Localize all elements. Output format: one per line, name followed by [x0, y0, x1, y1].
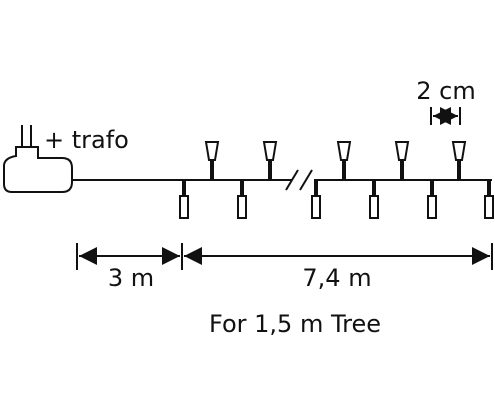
transformer-plug-icon: [3, 125, 73, 193]
lead-length-label: 3 m: [108, 264, 154, 292]
upper-light: [336, 141, 352, 180]
trafo-label: + trafo: [44, 126, 129, 154]
upper-light: [262, 141, 278, 180]
lower-lights: [179, 180, 494, 219]
length-dimension: [76, 243, 493, 270]
lower-light: [369, 180, 379, 219]
upper-lights: [204, 141, 467, 180]
spacing-label: 2 cm: [416, 77, 475, 105]
lower-light: [179, 180, 189, 219]
lower-light: [484, 180, 494, 219]
upper-light: [451, 141, 467, 180]
upper-light: [204, 141, 220, 180]
cable-break-mark: [285, 169, 313, 191]
upper-light: [394, 141, 410, 180]
lower-light: [427, 180, 437, 219]
spacing-dimension: [430, 107, 461, 125]
lit-length-label: 7,4 m: [302, 264, 371, 292]
caption: For 1,5 m Tree: [209, 310, 381, 338]
lower-light: [311, 180, 321, 219]
lower-light: [237, 180, 247, 219]
